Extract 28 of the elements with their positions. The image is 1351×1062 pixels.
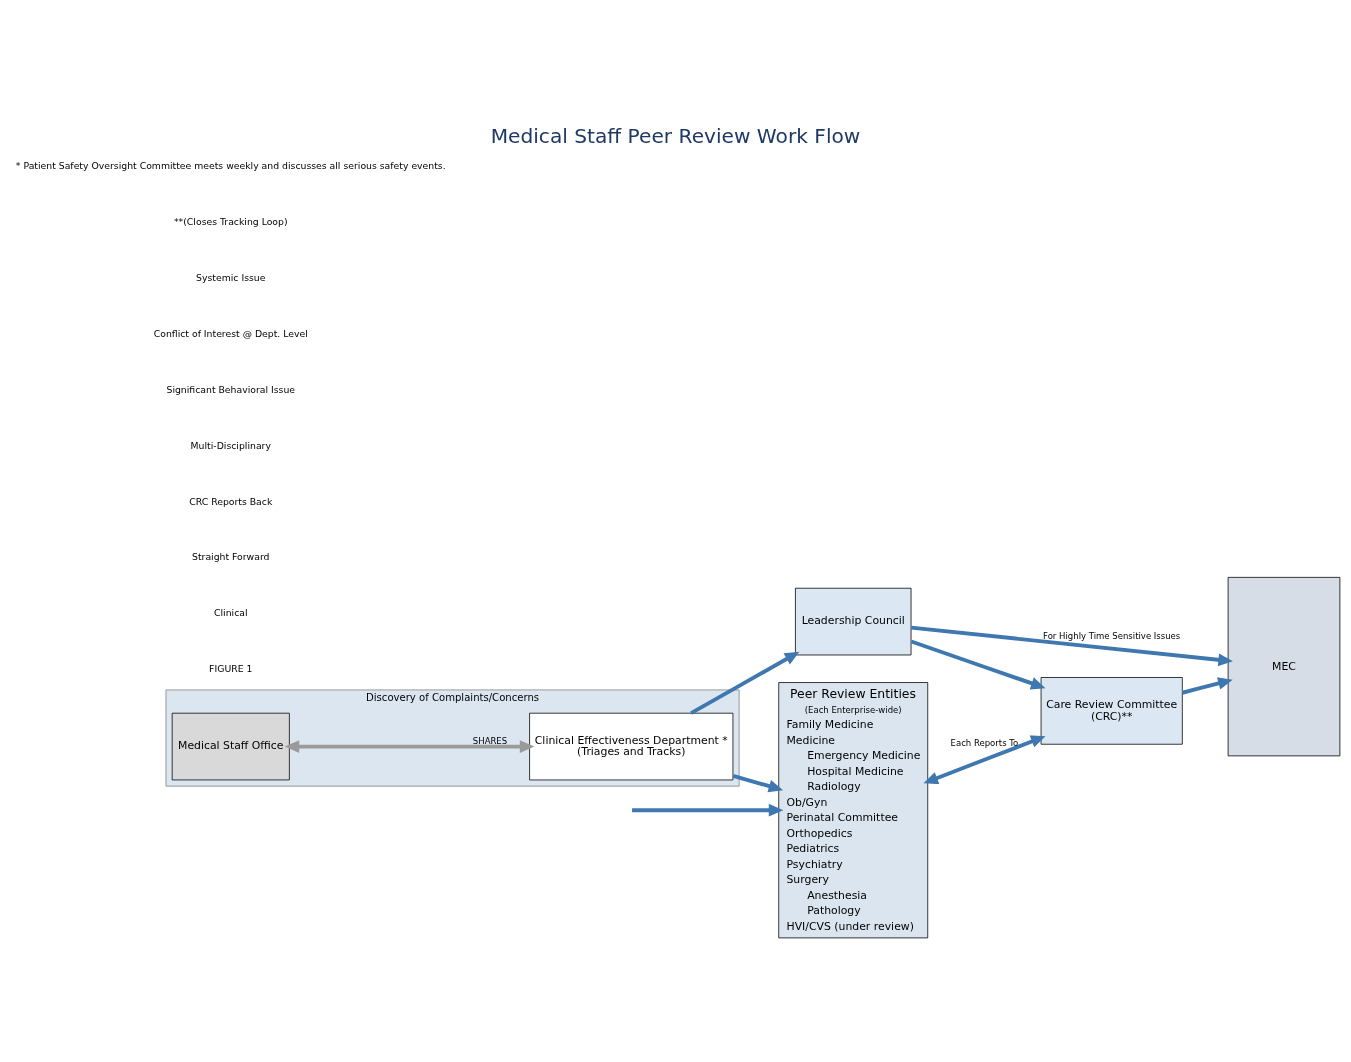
diagram-title: Medical Staff Peer Review Work Flow — [490, 124, 861, 149]
edge-label: For Highly Time Sensitive Issues — [1043, 631, 1181, 642]
node-box: Leadership Council — [795, 587, 912, 656]
arrow — [923, 735, 1046, 785]
label: Multi-Disciplinary — [190, 439, 271, 451]
arrow — [1181, 677, 1233, 695]
arrow — [910, 639, 1046, 690]
arrow — [911, 625, 1233, 667]
label: Straight Forward — [192, 551, 270, 563]
arrow — [732, 773, 784, 793]
arrow — [284, 740, 535, 753]
label: FIGURE 1 — [209, 663, 253, 675]
label: Clinical — [214, 607, 248, 619]
node-box: Care Review Committee (CRC)** — [1040, 677, 1183, 745]
label: CRC Reports Back — [189, 495, 273, 507]
node-box: Clinical Effectiveness Department * (Triages and Tracks) — [529, 712, 734, 781]
label: Conflict of Interest @ Dept. Level — [153, 327, 308, 339]
arrow — [632, 803, 784, 817]
label: * Patient Safety Oversight Committee meets weekly and discusses all serious safety events. — [15, 160, 446, 172]
label: **(Closes Tracking Loop) — [173, 216, 288, 228]
label: Systemic Issue — [196, 271, 266, 283]
label: Significant Behavioral Issue — [166, 383, 296, 395]
edge-label: SHARES — [472, 736, 508, 747]
node-box: MEC — [1227, 577, 1341, 757]
node-box: Medical Staff Office — [171, 712, 290, 781]
arrow — [690, 651, 800, 715]
edge-label: Each Reports To — [950, 738, 1019, 749]
node-box: Peer Review Entities (Each Enterprise-wide) Family Medicine Medicine Emergency Medicine Hospital Medicine Radiology Ob/Gyn Perinatal Committee Orthopedics Pediatrics Psychiatry Surgery Anesthesia Pathology HVI/CVS (under review) — [778, 682, 929, 939]
